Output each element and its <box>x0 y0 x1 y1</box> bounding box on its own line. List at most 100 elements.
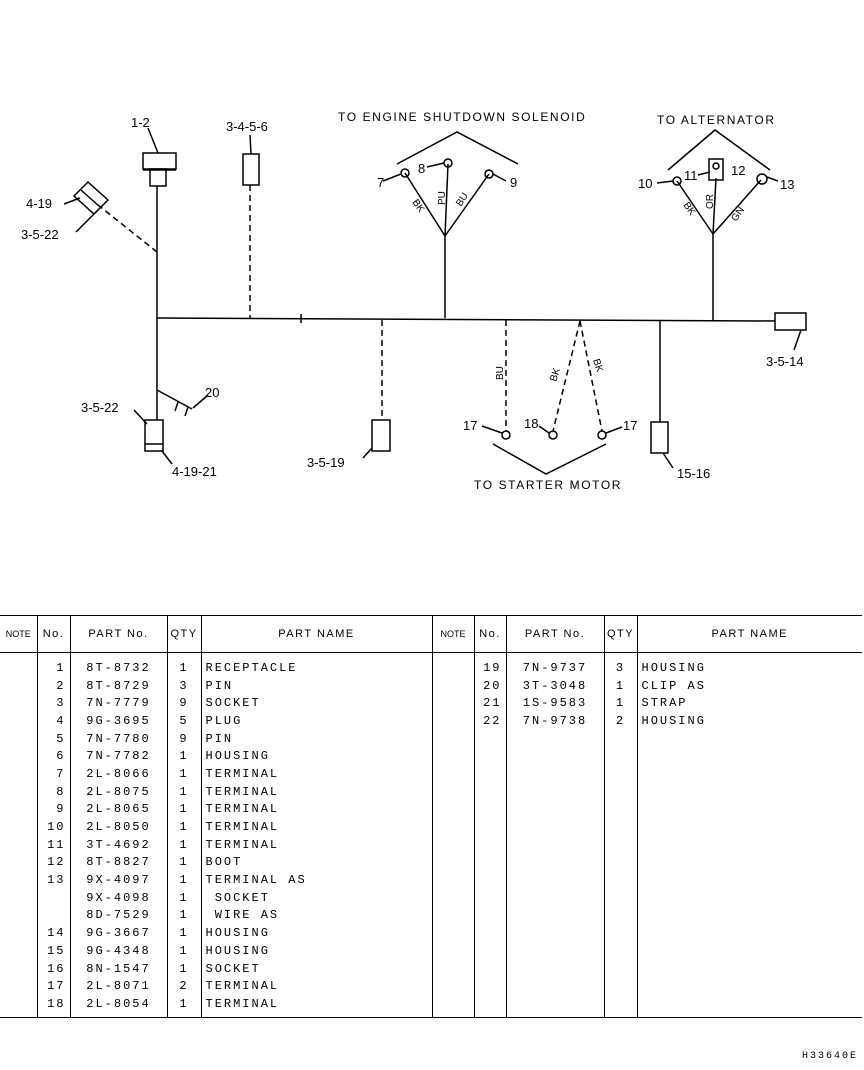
callout-17-left: 17 <box>463 418 477 433</box>
cell-left-pn: 2L-8066 <box>69 765 167 783</box>
cell-left-no <box>36 906 70 925</box>
housing-3-5-14 <box>774 312 807 331</box>
cell-left-name: SOCKET <box>200 694 432 713</box>
wire-label-bu-shutdown: BU <box>454 191 471 209</box>
cell-right-note <box>431 712 474 730</box>
cell-right-no <box>473 942 506 960</box>
cell-right-pn: 1S-9583 <box>505 694 604 713</box>
header-part-name: PART NAME <box>200 615 432 653</box>
cell-right-no: 22 <box>473 712 506 730</box>
title-alternator: TO ALTERNATOR <box>657 113 776 127</box>
shutdown-bracket <box>396 131 519 165</box>
cell-right-pn <box>505 818 604 836</box>
cell-left-name: HOUSING <box>200 747 432 766</box>
cell-right-name <box>636 747 862 766</box>
cell-left-name: TERMINAL <box>200 765 432 783</box>
header-no-right: No. <box>473 615 506 653</box>
cell-right-pn <box>505 871 604 889</box>
callout-3-5-22-top: 3-5-22 <box>21 227 59 242</box>
cell-left-name: PIN <box>200 676 432 695</box>
cell-right-name <box>636 871 862 889</box>
cell-right-note <box>431 924 474 942</box>
cell-left-name: PLUG <box>200 712 432 730</box>
wiring-harness-diagram: TO ENGINE SHUTDOWN SOLENOID TO ALTERNATO… <box>21 110 807 492</box>
cell-right-pn <box>505 800 604 819</box>
cell-right-name <box>636 977 862 996</box>
wire-label-or: OR <box>705 194 716 209</box>
cell-left-qty: 1 <box>166 871 201 889</box>
callout-9: 9 <box>510 175 517 190</box>
cell-left-qty: 1 <box>166 835 201 854</box>
cell-right-pn <box>505 942 604 960</box>
cell-left-pn: 9G-3667 <box>69 924 167 942</box>
cell-right-no <box>473 871 506 889</box>
cell-left-no: 15 <box>36 942 70 960</box>
cell-right-name <box>636 835 862 854</box>
cell-right-qty <box>603 977 637 996</box>
cell-left-pn: 2L-8054 <box>69 995 167 1018</box>
callout-4-19-21: 4-19-21 <box>172 464 217 479</box>
cell-left-note <box>0 889 37 907</box>
cell-left-pn: 8T-8729 <box>69 676 167 695</box>
cell-right-name: HOUSING <box>636 652 862 677</box>
cell-left-no: 4 <box>36 712 70 730</box>
cell-left-name: RECEPTACLE <box>200 652 432 677</box>
cell-right-note <box>431 765 474 783</box>
cell-right-note <box>431 782 474 801</box>
cell-left-pn: 8T-8827 <box>69 853 167 872</box>
cell-left-no: 3 <box>36 694 70 713</box>
cell-right-name <box>636 729 862 748</box>
cell-right-name <box>636 924 862 942</box>
table-header-row: NOTE No. PART No. QTY PART NAME NOTE No.… <box>0 615 862 653</box>
cell-left-pn: 9X-4098 <box>69 888 167 907</box>
callout-8: 8 <box>418 161 425 176</box>
cell-right-pn <box>505 959 604 978</box>
cell-right-note <box>431 977 474 996</box>
cell-left-note <box>0 712 37 730</box>
cell-left-no: 12 <box>36 853 70 872</box>
callout-11: 11 <box>684 168 698 183</box>
cell-left-no: 18 <box>36 995 70 1018</box>
cell-right-qty <box>603 871 637 889</box>
cell-right-note <box>431 995 474 1018</box>
cell-right-no <box>473 765 506 783</box>
cell-left-name: TERMINAL AS <box>200 871 432 889</box>
cell-right-note <box>431 694 474 713</box>
wire-label-bk-starter-right: BK <box>590 358 605 374</box>
clip-20 <box>156 389 193 410</box>
cell-left-pn: 2L-8065 <box>69 800 167 819</box>
cell-left-name: HOUSING <box>200 942 432 960</box>
cell-left-note <box>0 907 37 925</box>
cell-left-qty: 1 <box>166 906 201 925</box>
wire-label-gn: GN <box>729 205 747 224</box>
cell-left-no: 8 <box>36 782 70 801</box>
cell-left-note <box>0 801 37 819</box>
cell-left-qty: 5 <box>166 712 201 730</box>
callout-13: 13 <box>780 177 794 192</box>
alternator-bracket <box>667 129 771 171</box>
cell-left-qty: 1 <box>166 888 201 907</box>
cell-right-qty <box>603 888 637 907</box>
header-note: NOTE <box>0 615 37 653</box>
cell-right-qty <box>603 853 637 872</box>
cell-right-pn <box>505 924 604 942</box>
cell-left-note <box>0 854 37 872</box>
cell-left-pn: 3T-4692 <box>69 835 167 854</box>
cell-left-qty: 1 <box>166 853 201 872</box>
header-qty-right: QTY <box>603 615 637 653</box>
cell-right-qty <box>603 818 637 836</box>
cell-right-name <box>636 800 862 819</box>
